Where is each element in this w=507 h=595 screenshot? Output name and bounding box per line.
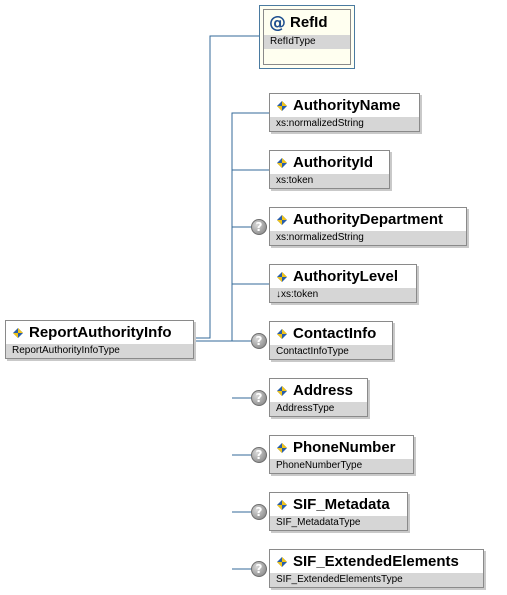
attribute-icon: @ bbox=[269, 12, 286, 33]
child-element-type: SIF_MetadataType bbox=[270, 516, 407, 530]
attribute-type: RefIdType bbox=[264, 35, 350, 49]
child-element-node[interactable]: AuthorityDepartment xs:normalizedString bbox=[269, 207, 467, 246]
child-element-type: SIF_ExtendedElementsType bbox=[270, 573, 483, 587]
child-element-node[interactable]: AuthorityId xs:token bbox=[269, 150, 390, 189]
child-element-type: ↓xs:token bbox=[270, 288, 416, 302]
element-icon bbox=[277, 442, 287, 453]
child-element-node[interactable]: SIF_Metadata SIF_MetadataType bbox=[269, 492, 408, 531]
root-element-node[interactable]: ReportAuthorityInfo ReportAuthorityInfoT… bbox=[5, 320, 194, 359]
optional-marker-icon: ? bbox=[251, 504, 267, 520]
attribute-node-refid[interactable]: @ RefId RefIdType bbox=[259, 5, 355, 69]
child-element-name: Address bbox=[293, 381, 354, 399]
element-icon bbox=[277, 157, 287, 168]
child-element-name: SIF_ExtendedElements bbox=[293, 552, 459, 570]
child-element-name: AuthorityDepartment bbox=[293, 210, 444, 228]
child-element-node[interactable]: PhoneNumber PhoneNumberType bbox=[269, 435, 414, 474]
child-element-type: PhoneNumberType bbox=[270, 459, 413, 473]
root-element-type: ReportAuthorityInfoType bbox=[6, 344, 193, 358]
attribute-name: RefId bbox=[290, 13, 328, 31]
optional-marker-icon: ? bbox=[251, 390, 267, 406]
child-element-node[interactable]: SIF_ExtendedElements SIF_ExtendedElement… bbox=[269, 549, 484, 588]
child-element-node[interactable]: ContactInfo ContactInfoType bbox=[269, 321, 393, 360]
optional-marker-icon: ? bbox=[251, 561, 267, 577]
child-element-node[interactable]: Address AddressType bbox=[269, 378, 368, 417]
child-element-name: AuthorityId bbox=[293, 153, 373, 171]
element-icon bbox=[277, 556, 287, 567]
element-icon bbox=[277, 214, 287, 225]
child-element-name: ContactInfo bbox=[293, 324, 377, 342]
child-element-type: ContactInfoType bbox=[270, 345, 392, 359]
element-icon bbox=[277, 100, 287, 111]
child-element-name: AuthorityName bbox=[293, 96, 401, 114]
child-element-name: SIF_Metadata bbox=[293, 495, 390, 513]
child-element-type: xs:normalizedString bbox=[270, 231, 466, 245]
root-element-name: ReportAuthorityInfo bbox=[29, 323, 172, 341]
optional-marker-icon: ? bbox=[251, 447, 267, 463]
optional-marker-icon: ? bbox=[251, 333, 267, 349]
element-icon bbox=[13, 327, 23, 338]
child-element-type: AddressType bbox=[270, 402, 367, 416]
element-icon bbox=[277, 385, 287, 396]
child-element-name: AuthorityLevel bbox=[293, 267, 399, 285]
optional-marker-icon: ? bbox=[251, 219, 267, 235]
child-element-node[interactable]: AuthorityLevel ↓xs:token bbox=[269, 264, 417, 303]
element-icon bbox=[277, 271, 287, 282]
child-element-type: xs:token bbox=[270, 174, 389, 188]
child-element-name: PhoneNumber bbox=[293, 438, 396, 456]
child-element-node[interactable]: AuthorityName xs:normalizedString bbox=[269, 93, 420, 132]
child-element-type: xs:normalizedString bbox=[270, 117, 419, 131]
element-icon bbox=[277, 328, 287, 339]
element-icon bbox=[277, 499, 287, 510]
